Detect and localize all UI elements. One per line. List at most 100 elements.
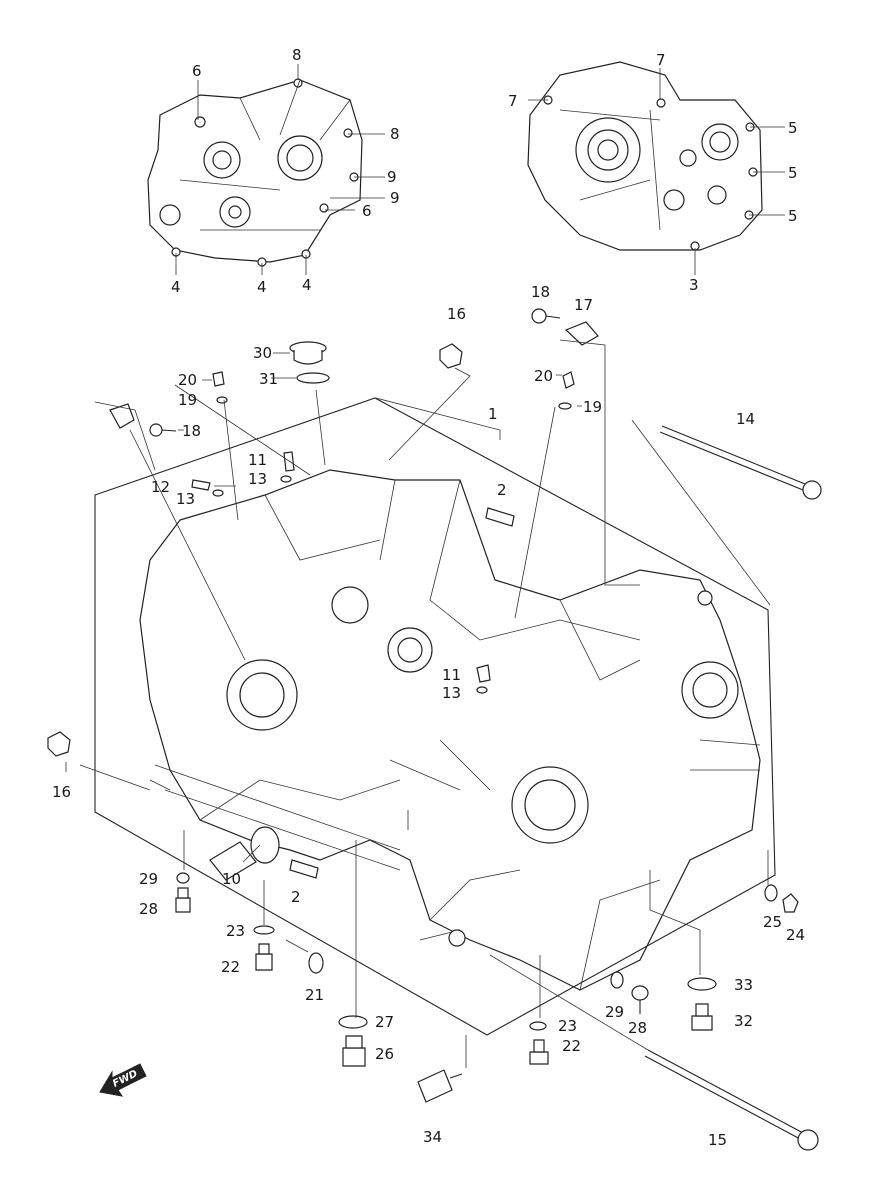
callout-7: 7 [656,51,666,69]
stud-bolt-14 [659,425,822,500]
callout-33: 33 [734,976,753,994]
callout-15: 15 [708,1131,727,1149]
callout-18: 18 [531,283,550,301]
callout-16: 16 [52,783,71,801]
crankcase-main-assembly [139,469,761,991]
bracket-17 [564,321,599,346]
dowel-pin-bottom [289,859,319,879]
washer-25 [764,884,778,902]
callout-34: 34 [423,1128,442,1146]
callout-11: 11 [248,451,267,469]
callout-32: 32 [734,1012,753,1030]
bolt-22-left [255,943,273,971]
bracket [109,403,135,429]
callout-11: 11 [442,666,461,684]
washer-19-left [216,396,228,404]
callout-29: 29 [139,870,158,888]
dowel-pin-top [485,507,515,527]
callout-6: 6 [192,62,202,80]
o-ring [296,372,330,384]
drain-plug-10 [209,826,280,881]
fitting-20-left [212,371,225,387]
bolt-32 [691,1003,713,1031]
nut-24 [782,893,799,913]
fitting-11-top [283,451,295,472]
callout-5: 5 [788,207,798,225]
bolt-28-left [175,887,191,913]
fitting-11-mid [476,664,491,683]
washer-23-left [253,925,275,935]
callout-25: 25 [763,913,782,931]
callout-23: 23 [558,1017,577,1035]
washer-29-left [176,872,190,884]
callout-2: 2 [497,481,507,499]
callout-22: 22 [221,958,240,976]
callout-14: 14 [736,410,755,428]
callout-22: 22 [562,1037,581,1055]
callout-7: 7 [508,92,518,110]
callout-13: 13 [248,470,267,488]
callout-23: 23 [226,922,245,940]
callout-2: 2 [291,888,301,906]
bolt-28-right [631,985,649,1014]
washer-19-right [558,402,572,410]
fitting-12 [191,479,211,491]
bolt-18-left [149,423,177,437]
callout-5: 5 [788,164,798,182]
callout-4: 4 [302,276,312,294]
callout-12: 12 [151,478,170,496]
callout-1: 1 [488,405,498,423]
o-ring-21 [308,952,324,974]
crankcase-half-left-view [147,78,363,267]
callout-30: 30 [253,344,272,362]
callout-13: 13 [442,684,461,702]
callout-24: 24 [786,926,805,944]
stud-bolt-15 [644,1049,819,1151]
callout-21: 21 [305,986,324,1004]
fwd-arrow-icon: FWD [99,1063,147,1097]
washer-33 [687,977,717,991]
callout-28: 28 [628,1019,647,1037]
callout-19: 19 [178,391,197,409]
plug-26 [342,1035,366,1067]
callout-26: 26 [375,1045,394,1063]
callout-29: 29 [605,1003,624,1021]
bolt-22-right [529,1039,549,1065]
callout-9: 9 [390,189,400,207]
leader-lines [65,64,785,1068]
callout-18: 18 [182,422,201,440]
washer-29-right [610,971,624,989]
callout-17: 17 [574,296,593,314]
callout-20: 20 [178,371,197,389]
callout-27: 27 [375,1013,394,1031]
washer-27 [338,1015,368,1029]
oil-filler-cap [289,341,327,365]
callout-8: 8 [390,125,400,143]
callout-16: 16 [447,305,466,323]
nut-16-top [439,343,463,369]
washer-13-left [212,489,224,497]
callout-9: 9 [387,168,397,186]
crankcase-half-right-view [527,61,763,251]
callout-4: 4 [257,278,267,296]
loose-parts [47,308,822,1151]
callout-labels: 6 8 8 9 9 6 4 4 4 7 7 5 5 5 3 18 17 16 3… [52,46,805,1149]
fitting-20-right [562,371,575,389]
washer-13-mid [476,686,488,694]
washer-23-right [529,1021,547,1031]
callout-8: 8 [292,46,302,64]
callout-4: 4 [171,278,181,296]
callout-31: 31 [259,370,278,388]
washer-13-top [280,475,292,483]
callout-20: 20 [534,367,553,385]
callout-5: 5 [788,119,798,137]
callout-28: 28 [139,900,158,918]
nut-16-left [47,731,71,757]
sensor-34 [417,1069,463,1103]
bolt-18-right [531,308,561,324]
assembly-boundary-box [94,397,776,1036]
callout-6: 6 [362,202,372,220]
callout-3: 3 [689,276,699,294]
callout-10: 10 [222,870,241,888]
